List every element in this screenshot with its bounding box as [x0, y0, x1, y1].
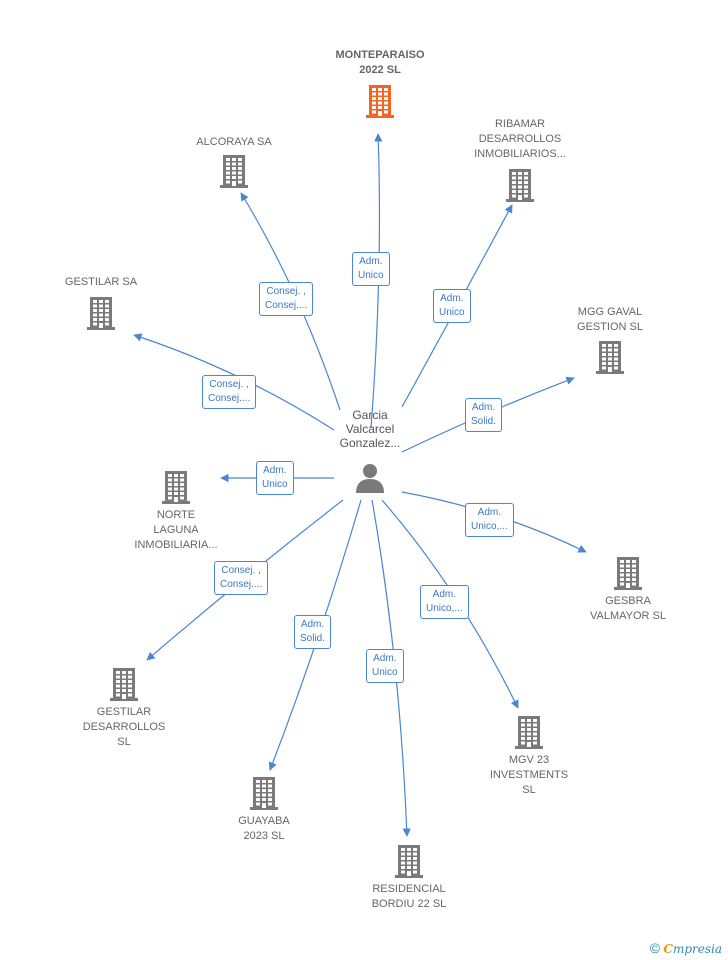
company-name: GESTILAR SA: [64, 276, 138, 288]
building-icon: [87, 297, 115, 330]
company-monteparaiso[interactable]: MONTEPARAISO 2022 SL: [305, 48, 455, 118]
role-label-monteparaiso[interactable]: Adm. Unico: [352, 252, 390, 286]
company-norte[interactable]: NORTE LAGUNA INMOBILIARIA...: [101, 470, 251, 553]
company-gestilar[interactable]: GESTILAR SA: [26, 275, 176, 330]
building-icon: [395, 845, 423, 878]
role-label-norte[interactable]: Adm. Unico: [256, 461, 294, 495]
role-label-ribamar[interactable]: Adm. Unico: [433, 289, 471, 323]
company-gesbra[interactable]: GESBRA VALMAYOR SL: [553, 556, 703, 624]
company-name: GESBRA VALMAYOR SL: [589, 595, 666, 622]
company-mgv[interactable]: MGV 23 INVESTMENTS SL: [454, 715, 604, 798]
company-name: MONTEPARAISO 2022 SL: [335, 49, 425, 76]
company-residencial[interactable]: RESIDENCIAL BORDIU 22 SL: [334, 844, 484, 912]
brand-logo: Cmpresia: [663, 942, 722, 956]
building-icon: [506, 169, 534, 202]
role-label-mgv[interactable]: Adm. Unico,...: [420, 585, 469, 619]
person-node[interactable]: Garcia Valcarcel Gonzalez...: [295, 408, 445, 494]
building-icon: [515, 716, 543, 749]
building-icon: [220, 155, 248, 188]
building-icon: [596, 341, 624, 374]
role-label-mgg[interactable]: Adm. Solid.: [465, 398, 503, 432]
role-label-alcoraya[interactable]: Consej. , Consej....: [259, 282, 314, 316]
company-alcoraya[interactable]: ALCORAYA SA: [159, 135, 309, 188]
building-icon: [614, 557, 642, 590]
role-label-gestilar[interactable]: Consej. , Consej....: [202, 375, 257, 409]
role-label-guayaba[interactable]: Adm. Solid.: [294, 615, 332, 649]
company-guayaba[interactable]: GUAYABA 2023 SL: [189, 776, 339, 844]
building-icon: [250, 777, 278, 810]
building-icon: [366, 85, 394, 118]
role-label-gesbra[interactable]: Adm. Unico,...: [465, 503, 514, 537]
company-gestilar-desarrollos[interactable]: GESTILAR DESARROLLOS SL: [49, 667, 199, 750]
person-name: Garcia Valcarcel Gonzalez...: [339, 408, 401, 450]
brand-footer: © Cmpresia: [650, 940, 722, 956]
person-icon: [356, 464, 384, 493]
company-mgg[interactable]: MGG GAVAL GESTION SL: [535, 305, 685, 374]
company-name: ALCORAYA SA: [196, 136, 272, 148]
company-name: MGG GAVAL GESTION SL: [576, 306, 644, 333]
company-name: RESIDENCIAL BORDIU 22 SL: [371, 883, 447, 910]
building-icon: [110, 668, 138, 701]
role-label-gestilar-desarrollos[interactable]: Consej. , Consej....: [214, 561, 269, 595]
company-name: RIBAMAR DESARROLLOS INMOBILIARIOS...: [474, 118, 566, 160]
company-ribamar[interactable]: RIBAMAR DESARROLLOS INMOBILIARIOS...: [445, 117, 595, 202]
company-name: GESTILAR DESARROLLOS SL: [82, 706, 166, 748]
company-name: NORTE LAGUNA INMOBILIARIA...: [134, 509, 218, 551]
company-name: MGV 23 INVESTMENTS SL: [489, 754, 569, 796]
role-label-residencial[interactable]: Adm. Unico: [366, 649, 404, 683]
company-name: GUAYABA 2023 SL: [238, 815, 290, 842]
copyright-icon: ©: [649, 940, 661, 956]
building-icon: [162, 471, 190, 504]
